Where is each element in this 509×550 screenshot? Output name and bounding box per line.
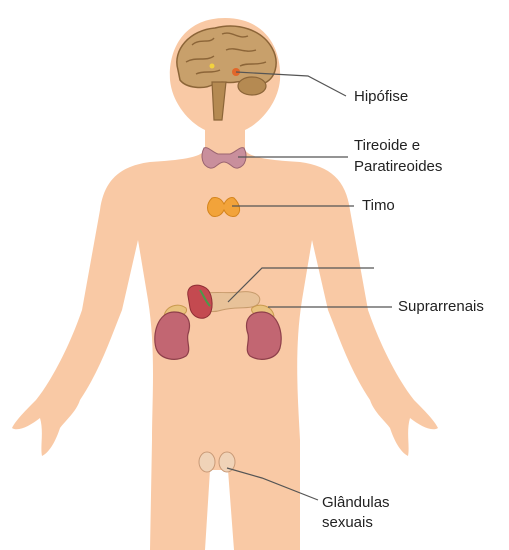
gonad-left [199,452,215,472]
label-gonadas-line2: sexuais [322,513,373,532]
kidney-right [247,312,282,359]
label-hipofise: Hipófise [354,87,408,106]
label-timo: Timo [362,196,395,215]
hipotalamo-dot [210,64,215,69]
label-tireoide-line1: Tireoide e [354,136,420,155]
label-suprarrenais: Suprarrenais [398,297,484,316]
label-gonadas-line1: Glândulas [322,493,390,512]
kidney-left [155,312,190,359]
label-tireoide-line2: Paratireoides [354,157,442,176]
